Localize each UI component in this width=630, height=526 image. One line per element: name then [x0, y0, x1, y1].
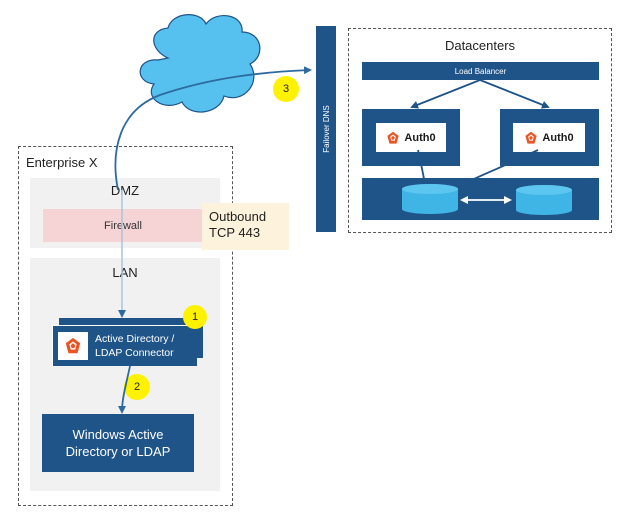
failover-dns-label: Failover DNS	[321, 105, 331, 153]
dmz-label: DMZ	[110, 183, 140, 198]
windows-ad-box: Windows Active Directory or LDAP	[42, 414, 194, 472]
outbound-note: Outbound TCP 443	[202, 203, 289, 250]
datacenters-title: Datacenters	[444, 38, 516, 53]
outbound-line1: Outbound	[209, 209, 267, 224]
load-balancer-label: Load Balancer	[454, 66, 507, 76]
lan-label: LAN	[112, 265, 138, 280]
connector-line2: LDAP Connector	[95, 347, 174, 359]
cloud-icon	[139, 14, 261, 113]
auth0-logo-icon	[525, 131, 538, 144]
step-badge-3: 3	[273, 76, 299, 102]
windows-line1: Windows Active	[72, 427, 164, 442]
step-badge-2: 2	[124, 374, 150, 400]
outbound-line2: TCP 443	[209, 225, 261, 240]
firewall-box: Firewall	[43, 209, 203, 242]
auth0-logo-icon	[387, 131, 400, 144]
enterprise-title: Enterprise X	[26, 155, 98, 170]
auth0-card-left: Auth0	[376, 123, 446, 152]
load-balancer-bar: Load Balancer	[362, 62, 599, 80]
step-badge-1: 1	[183, 305, 207, 329]
auth0-card-right: Auth0	[513, 123, 585, 152]
database-panel	[362, 178, 599, 220]
connector-logo-card	[58, 332, 88, 360]
windows-line2: Directory or LDAP	[65, 444, 171, 459]
auth0-node-left: Auth0	[362, 109, 460, 166]
connector-line1: Active Directory /	[95, 333, 175, 345]
auth0-right-label: Auth0	[542, 131, 574, 144]
auth0-logo-icon	[65, 337, 81, 354]
failover-dns-bar: Failover DNS	[316, 26, 336, 232]
auth0-node-right: Auth0	[500, 109, 599, 166]
auth0-left-label: Auth0	[404, 131, 436, 144]
firewall-label: Firewall	[104, 219, 142, 232]
datacenters-boundary	[348, 28, 612, 233]
connector-box: Active Directory / LDAP Connector	[52, 325, 197, 366]
connector-text: Active Directory / LDAP Connector	[95, 332, 174, 360]
